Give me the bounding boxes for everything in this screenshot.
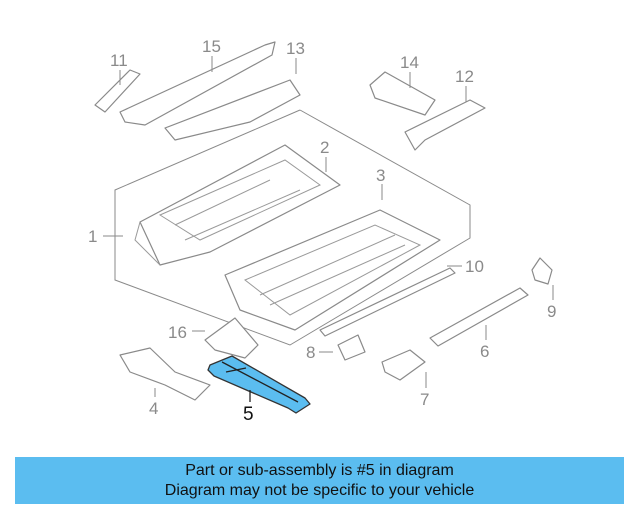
part-5-crossmember-highlighted [207, 355, 311, 414]
callout-15: 15 [202, 37, 221, 56]
part-11 [94, 69, 141, 113]
banner-line-1: Part or sub-assembly is #5 in diagram [185, 461, 454, 479]
part-12 [404, 99, 486, 151]
part-14 [369, 71, 436, 116]
part-9 [531, 257, 553, 285]
callout-3: 3 [376, 166, 385, 185]
callout-12: 12 [455, 67, 474, 86]
callout-labels: 1 2 3 4 5 6 7 8 9 10 11 12 13 14 15 16 [88, 37, 556, 425]
callout-10: 10 [465, 257, 484, 276]
banner-line-2: Diagram may not be specific to your vehi… [164, 481, 475, 499]
part-6 [429, 287, 529, 347]
part-10 [319, 267, 456, 337]
callout-6: 6 [480, 342, 489, 361]
callout-7: 7 [420, 390, 429, 409]
part-13 [164, 79, 301, 141]
leader-lines [103, 56, 554, 402]
callout-13: 13 [286, 39, 305, 58]
part-7 [381, 349, 426, 381]
callout-9: 9 [547, 302, 556, 321]
callout-1: 1 [88, 227, 97, 246]
group-bracket [114, 109, 471, 346]
callout-11: 11 [110, 51, 128, 70]
part-16 [204, 317, 259, 359]
part-4 [119, 347, 211, 401]
part-3-front-floor-pan [224, 209, 441, 331]
info-banner: Part or sub-assembly is #5 in diagram Di… [15, 457, 624, 504]
callout-2: 2 [320, 138, 329, 157]
parts-diagram: 1 2 3 4 5 6 7 8 9 10 11 12 13 14 15 16 [88, 37, 556, 425]
part-8 [337, 334, 366, 361]
callout-14: 14 [400, 53, 419, 72]
part-2-rear-floor-pan [134, 144, 341, 266]
part-15 [119, 41, 276, 126]
callout-8: 8 [306, 343, 315, 362]
callout-16: 16 [168, 323, 187, 342]
callout-4: 4 [149, 399, 158, 418]
callout-5: 5 [243, 404, 254, 425]
